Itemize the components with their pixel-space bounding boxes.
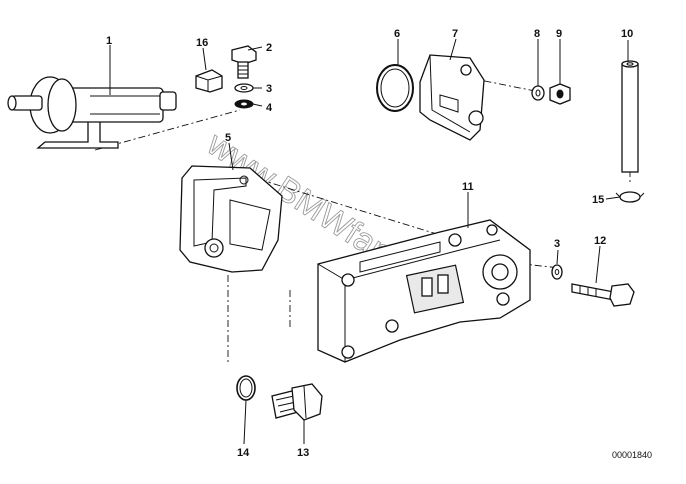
part-13-bolt [271,383,323,421]
callout-12: 12 [594,235,606,247]
diagram-code: 00001840 [612,450,652,460]
callout-8: 8 [534,28,540,40]
callout-9: 9 [556,28,562,40]
part-2-bolt [231,45,257,79]
callout-4: 4 [266,102,273,114]
part-4-washer [234,99,254,109]
callout-3-top: 3 [266,83,272,95]
part-8-nut [531,85,545,101]
part-1-actuator-cylinder [7,76,177,149]
callout-16: 16 [196,37,208,49]
callout-1: 1 [106,35,112,47]
callout-11: 11 [462,181,474,193]
callout-3-right: 3 [554,238,560,250]
part-16-nut [195,69,223,93]
callout-13: 13 [297,447,309,459]
part-3-washer-right [551,264,563,280]
part-6-o-ring [376,64,414,112]
callout-10: 10 [621,28,633,40]
assembly-lines [94,74,631,365]
part-10-hose [621,60,639,173]
callout-5: 5 [225,132,231,144]
leader-lines [109,38,629,445]
part-11-main-housing [317,219,531,363]
callout-2: 2 [266,42,272,54]
callout-labels: 1 2 3 4 5 6 7 8 9 10 11 3 12 13 14 15 16 [106,28,633,459]
part-15-hose-clamp [615,191,645,203]
part-7-bracket-housing [419,54,485,141]
callout-14: 14 [237,447,250,459]
part-12-long-bolt [571,283,635,307]
callout-15: 15 [592,194,604,206]
part-14-o-ring [236,375,256,401]
callout-7: 7 [452,28,458,40]
callout-6: 6 [394,28,400,40]
part-5-cover-plate [179,165,283,273]
part-9-hex-nut [549,83,571,105]
part-3-washer-top [234,83,254,93]
